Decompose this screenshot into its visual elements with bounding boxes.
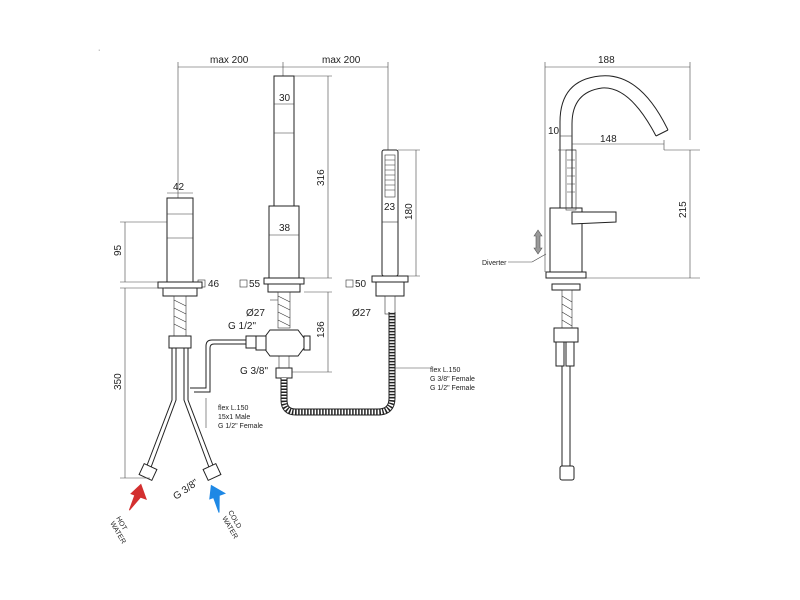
t-connector	[263, 329, 305, 357]
shower-hose	[280, 312, 396, 416]
dim-d27-right: Ø27	[352, 308, 371, 319]
dim-d27-left: Ø27	[246, 308, 265, 319]
dim-136: 136	[316, 321, 327, 338]
flex-left-line3: G 1/2" Female	[218, 423, 263, 430]
square-symbol	[345, 279, 354, 288]
dim-316: 316	[316, 169, 327, 186]
diverter-arrow-icon	[533, 229, 543, 255]
dim-180: 180	[404, 203, 415, 220]
dim-50: 50	[355, 279, 367, 290]
spout-view: max 200 30 38 316 55 Ø27 G 1/2" G 3/8"	[228, 55, 396, 416]
dim-30: 30	[279, 93, 291, 104]
flex-right-line1: flex L.150	[430, 367, 460, 374]
mixer-body	[166, 197, 194, 283]
flex-left-line2: 15x1 Male	[218, 414, 250, 421]
gooseneck-inner	[571, 87, 657, 210]
dim-188: 188	[598, 55, 615, 66]
dim-10: 10	[548, 126, 560, 137]
dim-38: 38	[279, 223, 291, 234]
side-view: 188 10 148 215 Diverter	[482, 55, 700, 481]
side-hose-nut	[559, 465, 575, 481]
hot-water-arrow-icon	[128, 483, 147, 511]
svg-text:·: ·	[98, 47, 100, 54]
cold-hose	[183, 348, 211, 471]
flex-left-line1: flex L.150	[218, 405, 248, 412]
dim-max200-left: max 200	[210, 55, 249, 66]
dim-55: 55	[249, 279, 261, 290]
spout-body	[268, 205, 300, 279]
flex-right-line2: G 3/8" Female	[430, 376, 475, 383]
flex-right-line3: G 1/2" Female	[430, 385, 475, 392]
dim-215: 215	[678, 201, 689, 218]
dim-95: 95	[113, 244, 124, 256]
mixer-front-view: max 200 42 95 46 350 G	[108, 55, 283, 545]
dim-max200-right: max 200	[322, 55, 361, 66]
cold-water-arrow-icon	[209, 484, 227, 513]
dim-148: 148	[600, 134, 617, 145]
dim-42: 42	[173, 182, 185, 193]
diverter-label: Diverter	[482, 260, 507, 267]
dim-46: 46	[208, 279, 220, 290]
square-symbol	[239, 279, 248, 288]
dim-g38-left: G 3/8"	[171, 477, 201, 502]
dim-23: 23	[384, 202, 396, 213]
lever-handle	[571, 211, 617, 225]
gooseneck-outer	[559, 75, 669, 210]
hose-nut	[245, 335, 257, 349]
handshower-view: 23 180 50 Ø27 flex L.150 G 3/8" Female G…	[345, 149, 475, 392]
dim-350: 350	[113, 373, 124, 390]
dim-g12: G 1/2"	[228, 321, 256, 332]
hot-hose	[149, 348, 177, 471]
handshower-handle	[381, 149, 399, 277]
dim-g38-middle: G 3/8"	[240, 366, 268, 377]
